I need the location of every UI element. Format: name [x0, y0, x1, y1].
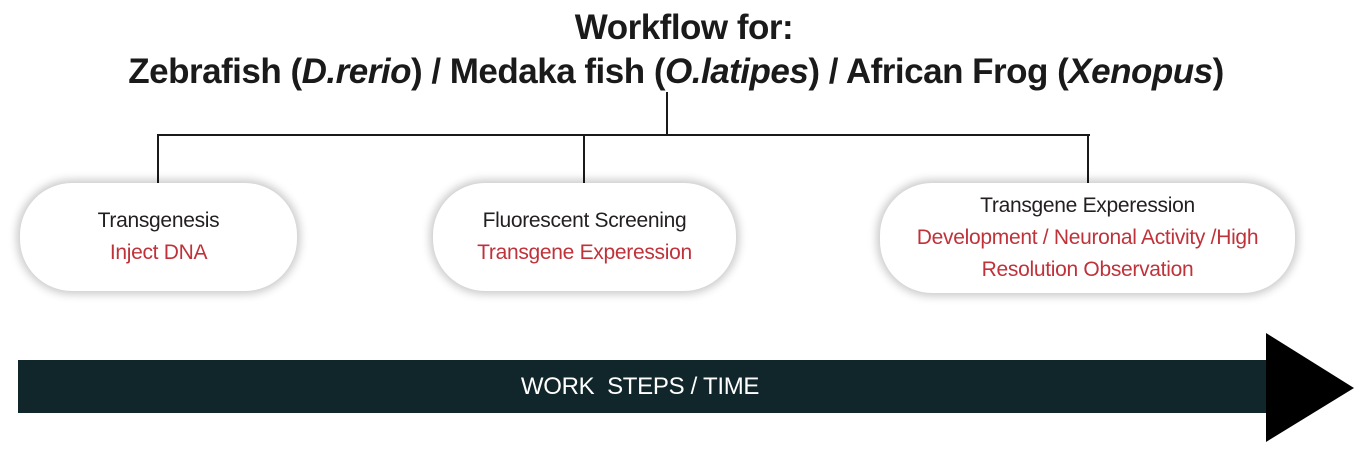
- step-label: Fluorescent Screening: [482, 209, 687, 232]
- subtitle-part-4: ): [1212, 52, 1225, 91]
- step-label: Transgene Experession: [980, 194, 1195, 217]
- timeline-arrow-head: [1266, 333, 1354, 442]
- species-olatipes: O.latipes: [665, 52, 809, 91]
- step-detail: Transgene Experession: [477, 241, 692, 264]
- step-transgene-expression: Transgene Experession Development / Neur…: [880, 183, 1295, 293]
- step-label: Transgenesis: [97, 209, 220, 232]
- timeline-label: WORK STEPS / TIME: [520, 372, 760, 400]
- diagram-subtitle: Zebrafish (D.rerio) / Medaka fish (O.lat…: [0, 50, 1360, 94]
- step-detail: Inject DNA: [109, 241, 208, 264]
- step-detail-line-2: Resolution Observation: [981, 258, 1194, 281]
- subtitle-part-2: ) / Medaka fish (: [410, 52, 666, 91]
- diagram-title: Workflow for:: [574, 8, 794, 47]
- subtitle-part-1: Zebrafish (: [128, 52, 302, 91]
- subtitle-part-3: ) / African Frog (: [808, 52, 1069, 91]
- step-detail-line-1: Development / Neuronal Activity /High: [916, 226, 1259, 249]
- species-xenopus: Xenopus: [1068, 52, 1213, 91]
- species-drerio: D.rerio: [301, 52, 412, 91]
- timeline-arrow-body: [18, 360, 1268, 413]
- step-transgenesis: Transgenesis Inject DNA: [20, 183, 297, 291]
- step-fluorescent-screening: Fluorescent Screening Transgene Experess…: [433, 183, 736, 291]
